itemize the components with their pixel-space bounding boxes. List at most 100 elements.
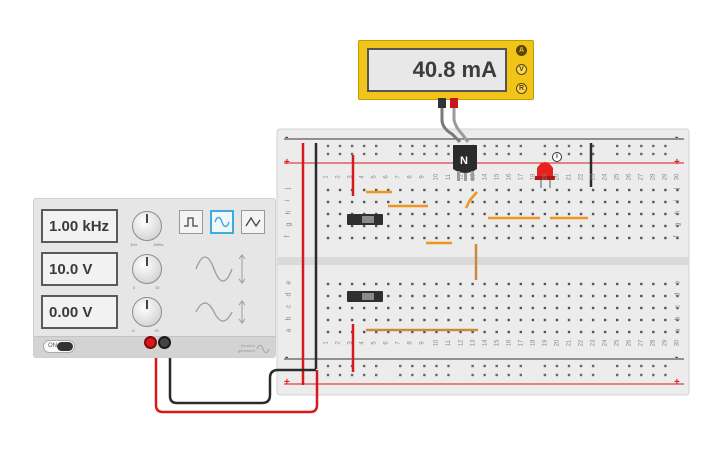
- terminal-hole[interactable]: [435, 306, 438, 310]
- terminal-hole[interactable]: [326, 200, 330, 204]
- rail-hole[interactable]: [350, 152, 354, 156]
- terminal-hole[interactable]: [435, 330, 438, 334]
- terminal-hole[interactable]: [676, 282, 679, 286]
- terminal-hole[interactable]: [362, 306, 366, 310]
- rail-hole[interactable]: [326, 152, 330, 156]
- terminal-hole[interactable]: [555, 318, 559, 322]
- terminal-hole[interactable]: [591, 330, 595, 334]
- terminal-hole[interactable]: [519, 188, 522, 192]
- terminal-hole[interactable]: [579, 282, 583, 286]
- dc-offset-knob[interactable]: [132, 297, 162, 327]
- terminal-hole[interactable]: [338, 306, 342, 310]
- terminal-hole[interactable]: [411, 200, 414, 204]
- terminal-hole[interactable]: [555, 236, 559, 240]
- terminal-hole[interactable]: [628, 330, 631, 334]
- terminal-hole[interactable]: [676, 212, 679, 216]
- terminal-hole[interactable]: [616, 306, 619, 310]
- terminal-hole[interactable]: [326, 236, 330, 240]
- terminal-hole[interactable]: [579, 212, 583, 216]
- terminal-hole[interactable]: [676, 330, 679, 334]
- terminal-hole[interactable]: [676, 224, 679, 228]
- terminal-hole[interactable]: [640, 200, 643, 204]
- terminal-hole[interactable]: [603, 294, 607, 298]
- rail-hole[interactable]: [399, 364, 402, 368]
- terminal-hole[interactable]: [616, 236, 619, 240]
- rail-hole[interactable]: [423, 373, 426, 377]
- rail-hole[interactable]: [555, 373, 559, 377]
- terminal-hole[interactable]: [652, 306, 655, 310]
- terminal-hole[interactable]: [338, 330, 342, 334]
- terminal-hole[interactable]: [423, 236, 426, 240]
- terminal-hole[interactable]: [652, 224, 655, 228]
- terminal-hole[interactable]: [543, 294, 547, 298]
- terminal-hole[interactable]: [326, 294, 330, 298]
- terminal-hole[interactable]: [387, 306, 390, 310]
- terminal-hole[interactable]: [567, 224, 571, 228]
- terminal-hole[interactable]: [375, 224, 378, 228]
- terminal-hole[interactable]: [640, 294, 643, 298]
- terminal-hole[interactable]: [664, 188, 667, 192]
- terminal-hole[interactable]: [531, 306, 535, 310]
- terminal-hole[interactable]: [387, 330, 390, 334]
- terminal-hole[interactable]: [459, 282, 462, 286]
- terminal-hole[interactable]: [628, 318, 631, 322]
- terminal-hole[interactable]: [399, 318, 402, 322]
- terminal-hole[interactable]: [579, 236, 583, 240]
- rail-hole[interactable]: [579, 364, 583, 368]
- rail-hole[interactable]: [640, 144, 643, 148]
- rail-hole[interactable]: [435, 364, 438, 368]
- terminal-hole[interactable]: [423, 224, 426, 228]
- rail-hole[interactable]: [338, 152, 342, 156]
- terminal-hole[interactable]: [387, 236, 390, 240]
- rail-hole[interactable]: [447, 152, 450, 156]
- terminal-hole[interactable]: [603, 282, 607, 286]
- terminal-hole[interactable]: [507, 294, 510, 298]
- rail-hole[interactable]: [338, 373, 342, 377]
- terminal-hole[interactable]: [375, 188, 378, 192]
- terminal-hole[interactable]: [567, 294, 571, 298]
- terminal-hole[interactable]: [459, 188, 462, 192]
- terminal-hole[interactable]: [616, 224, 619, 228]
- terminal-hole[interactable]: [447, 224, 450, 228]
- rail-hole[interactable]: [579, 144, 583, 148]
- terminal-hole[interactable]: [447, 330, 450, 334]
- terminal-hole[interactable]: [543, 306, 547, 310]
- terminal-hole[interactable]: [531, 224, 535, 228]
- terminal-hole[interactable]: [411, 294, 414, 298]
- terminal-hole[interactable]: [495, 236, 498, 240]
- terminal-hole[interactable]: [483, 318, 486, 322]
- terminal-hole[interactable]: [579, 224, 583, 228]
- terminal-hole[interactable]: [471, 200, 474, 204]
- rail-hole[interactable]: [375, 152, 378, 156]
- rail-hole[interactable]: [628, 364, 631, 368]
- rail-hole[interactable]: [652, 152, 655, 156]
- terminal-hole[interactable]: [375, 282, 378, 286]
- terminal-hole[interactable]: [603, 188, 607, 192]
- terminal-hole[interactable]: [640, 224, 643, 228]
- terminal-hole[interactable]: [495, 200, 498, 204]
- rail-hole[interactable]: [543, 152, 547, 156]
- terminal-hole[interactable]: [435, 224, 438, 228]
- terminal-hole[interactable]: [616, 318, 619, 322]
- terminal-hole[interactable]: [507, 224, 510, 228]
- terminal-hole[interactable]: [495, 330, 498, 334]
- terminal-hole[interactable]: [591, 212, 595, 216]
- terminal-hole[interactable]: [628, 224, 631, 228]
- terminal-hole[interactable]: [579, 318, 583, 322]
- rail-hole[interactable]: [362, 144, 366, 148]
- rail-hole[interactable]: [350, 373, 354, 377]
- generator-positive-lead[interactable]: [154, 350, 319, 414]
- terminal-hole[interactable]: [616, 282, 619, 286]
- terminal-hole[interactable]: [338, 236, 342, 240]
- terminal-hole[interactable]: [664, 224, 667, 228]
- terminal-hole[interactable]: [507, 188, 510, 192]
- rail-hole[interactable]: [399, 373, 402, 377]
- function-generator[interactable]: 1.00 kHz 10.0 V 0.00 V 1Hz 1MHz 0 10 -5 …: [33, 198, 276, 358]
- terminal-hole[interactable]: [495, 212, 498, 216]
- terminal-hole[interactable]: [543, 200, 547, 204]
- terminal-hole[interactable]: [519, 330, 522, 334]
- terminal-hole[interactable]: [664, 306, 667, 310]
- rail-hole[interactable]: [495, 152, 498, 156]
- rail-hole[interactable]: [471, 364, 474, 368]
- square-wave-button[interactable]: [179, 210, 203, 234]
